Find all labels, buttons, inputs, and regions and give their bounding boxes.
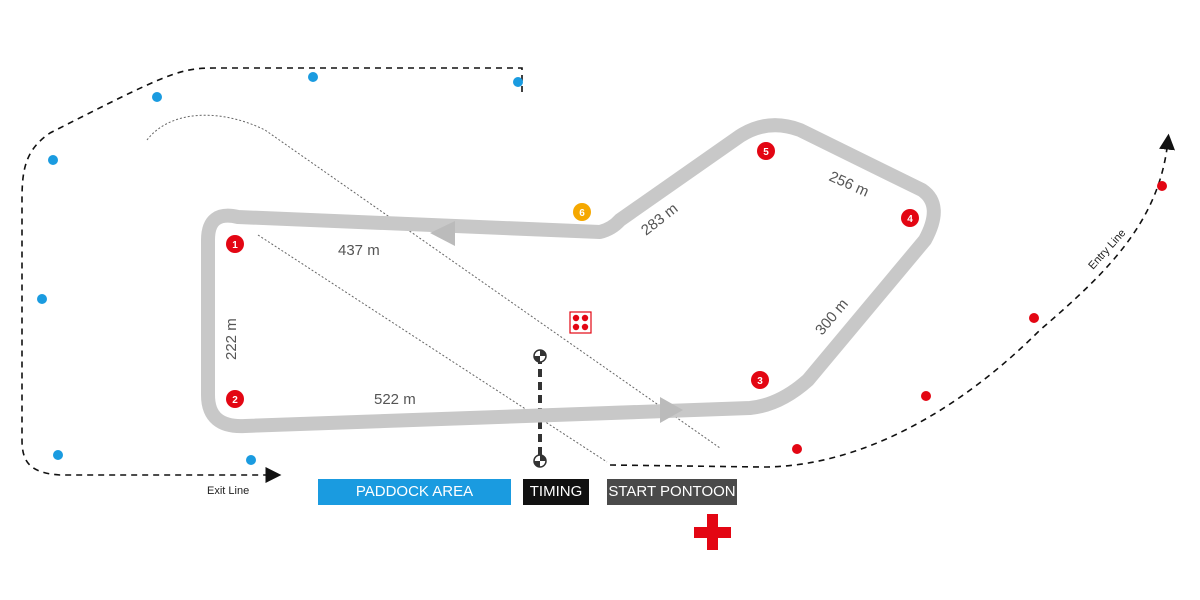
exit-line-label: Exit Line	[207, 485, 249, 497]
turn-buoy-5: 5	[757, 142, 775, 160]
red-buoy	[792, 444, 802, 454]
blue-buoys	[37, 72, 523, 465]
turn-buoy-6: 6	[573, 203, 591, 221]
turn-buoy-number: 5	[763, 147, 769, 158]
exit-path	[21, 67, 523, 483]
entry-path	[609, 133, 1175, 468]
length-left: 222 m	[223, 318, 240, 360]
start-pontoon-label: START PONTOON	[607, 479, 737, 505]
blue-buoy	[152, 92, 162, 102]
direction-arrow-top	[430, 221, 455, 246]
race-track	[201, 118, 941, 434]
turn-buoy-3: 3	[751, 371, 769, 389]
turn-buoy-2: 2	[226, 390, 244, 408]
blue-buoy	[513, 77, 523, 87]
turn-buoy-number: 4	[907, 214, 913, 225]
approach-lines	[21, 67, 1175, 483]
finish-marker-icon	[533, 454, 547, 468]
red-buoy	[1029, 313, 1039, 323]
turn-buoy-number: 6	[579, 208, 585, 219]
turn-buoy-number: 3	[757, 376, 763, 387]
red-buoys	[792, 181, 1167, 454]
length-top: 437 m	[338, 242, 380, 259]
blue-buoy	[246, 455, 256, 465]
direction-arrow-bottom	[660, 397, 683, 423]
blue-buoy	[48, 155, 58, 165]
length-right-upper: 256 m	[826, 168, 871, 200]
length-bottom: 522 m	[374, 391, 416, 408]
blue-buoy	[53, 450, 63, 460]
timing-label: TIMING	[523, 479, 589, 505]
start-marker-icon	[533, 349, 547, 363]
red-buoy	[1157, 181, 1167, 191]
guide-lines	[146, 114, 721, 463]
guide-line-upper	[146, 114, 721, 449]
turn-buoy-4: 4	[901, 209, 919, 227]
guide-line-lower	[257, 234, 608, 463]
first-aid-cross-icon	[694, 514, 731, 550]
turn-buoy-number: 2	[232, 395, 238, 406]
buoy-cluster-icon	[569, 311, 592, 334]
blue-buoy	[308, 72, 318, 82]
blue-buoy	[37, 294, 47, 304]
red-buoy	[921, 391, 931, 401]
paddock-area-label: PADDOCK AREA	[318, 479, 511, 505]
turn-buoy-1: 1	[226, 235, 244, 253]
turn-buoy-number: 1	[232, 240, 238, 251]
